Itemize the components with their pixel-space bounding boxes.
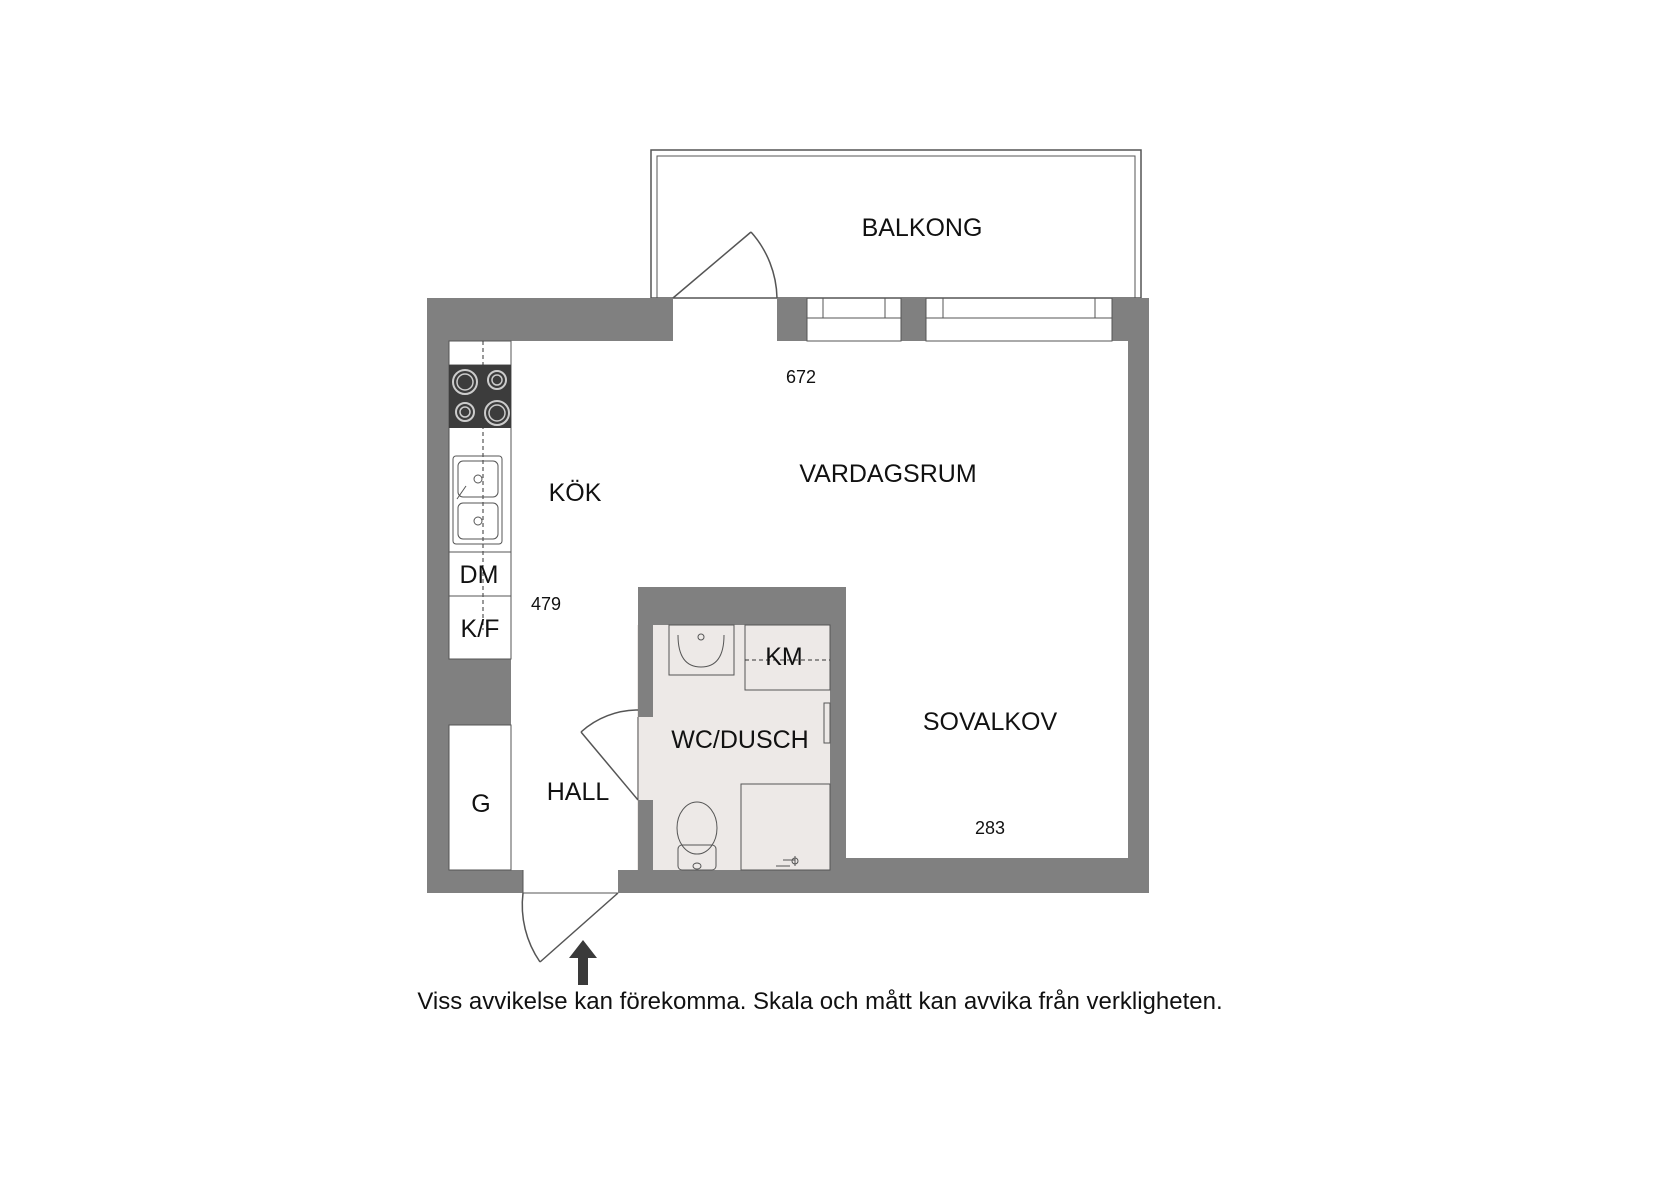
- radiator: [823, 702, 831, 744]
- room-label-kok: KÖK: [549, 479, 602, 507]
- shower-icon: [740, 783, 831, 871]
- dimension-top: 672: [786, 367, 816, 387]
- fixture-label-km: KM: [765, 643, 803, 671]
- room-label-wc-dusch: WC/DUSCH: [671, 726, 809, 754]
- stove-icon: [449, 365, 511, 428]
- entrance-arrow-icon: [569, 940, 597, 985]
- bathroom-door: [580, 709, 639, 801]
- dimension-bottom: 283: [975, 818, 1005, 838]
- dimension-left: 479: [531, 594, 561, 614]
- wardrobe: [448, 724, 512, 871]
- washbasin-icon: [668, 624, 735, 676]
- balcony-door: [672, 231, 778, 299]
- windows: [806, 297, 1113, 342]
- sink-icon: [452, 455, 503, 545]
- entrance-door: [521, 870, 619, 963]
- room-label-vardagsrum: VARDAGSRUM: [799, 460, 976, 488]
- toilet-icon: [676, 801, 718, 871]
- fixture-label-g: G: [471, 790, 490, 818]
- walls: [427, 298, 1149, 893]
- room-label-sovalkov: SOVALKOV: [923, 708, 1058, 736]
- room-label-balkong: BALKONG: [862, 214, 983, 242]
- room-label-hall: HALL: [547, 778, 610, 806]
- fixture-label-dm: DM: [460, 561, 499, 589]
- disclaimer-text: Viss avvikelse kan förekomma. Skala och …: [417, 988, 1222, 1015]
- washing-machine: [744, 624, 831, 691]
- fixture-label-kf: K/F: [461, 615, 500, 643]
